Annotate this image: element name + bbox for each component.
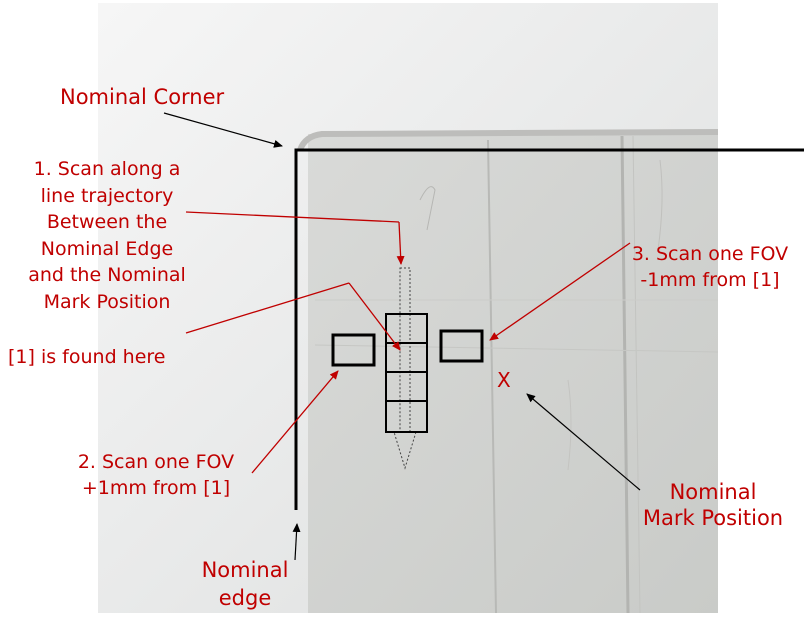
arrow-found-here: [185, 282, 350, 334]
label-step2-plus-fov: 2. Scan one FOV +1mm from [1]: [77, 451, 235, 499]
label-step3-minus-fov: 3. Scan one FOV -1mm from [1]: [631, 243, 789, 291]
label-nominal-corner: Nominal Corner: [60, 85, 225, 109]
arrow-step1: [185, 211, 400, 223]
fov-box-minus-1mm: [439, 329, 484, 363]
label-nominal-edge: Nominal edge: [201, 558, 289, 610]
fov-box-plus-1mm: [331, 333, 376, 367]
arrow-step3: [489, 242, 631, 341]
label-found-here: [1] is found here: [8, 346, 166, 368]
label-nominal-mark-position: Nominal Mark Position: [642, 480, 784, 530]
arrow-nominal-mark: [526, 393, 641, 491]
sample-object: [297, 129, 719, 614]
arrow-nominal-edge: [292, 523, 301, 561]
arrow-step2: [251, 370, 339, 474]
arrow-nominal-corner: [163, 112, 283, 148]
nominal-mark-x: X: [497, 368, 511, 392]
fov-scan-column: [385, 313, 428, 433]
label-step1-scan-line: 1. Scan along a line trajectory Between …: [28, 158, 186, 313]
red-pointer-arrows: [185, 211, 631, 474]
nominal-edge-lines: [294, 148, 804, 510]
black-pointer-arrows: [163, 112, 641, 561]
